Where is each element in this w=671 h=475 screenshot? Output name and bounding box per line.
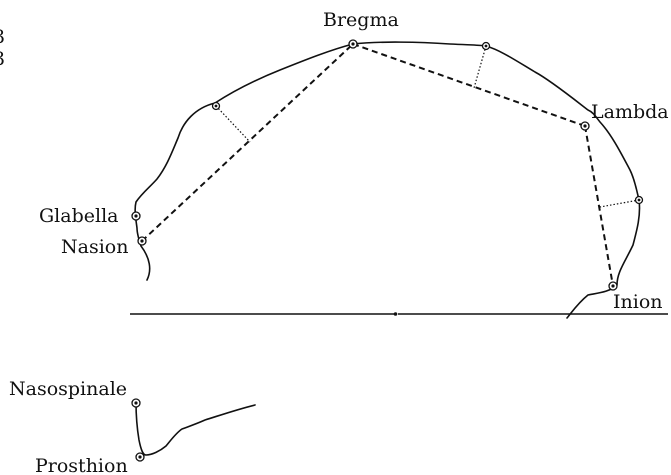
skull-outline [134,41,641,319]
point-parietal-arc [481,41,491,51]
edge-fragment-1: 3 [0,26,5,48]
point-inion [608,281,618,291]
face-outline [135,401,256,456]
point-nasospinale [131,398,141,408]
point-bregma [348,39,358,49]
perpendicular-frontal [215,105,251,143]
perpendicular-occipital [599,199,640,208]
label-glabella: Glabella [39,205,118,227]
edge-fragment-2: 3 [0,48,5,70]
label-inion: Inion [613,291,663,313]
point-lambda [580,121,590,131]
label-lambda: Lambda [591,101,669,123]
baseline-midpoint [393,312,398,316]
chord-lambda-inion [584,125,614,287]
point-frontal-arc [211,101,221,111]
point-glabella [131,211,141,221]
label-nasion: Nasion [61,236,128,258]
label-prosthion: Prosthion [35,455,128,475]
label-nasospinale: Nasospinale [9,378,127,400]
perpendicular-parietal [473,45,487,89]
point-nasion [137,236,147,246]
chord-nasion-bregma [141,43,354,242]
point-prosthion [135,452,145,462]
chord-bregma-lambda [352,43,586,127]
label-bregma: Bregma [323,9,399,31]
point-occipital-arc [634,195,644,205]
